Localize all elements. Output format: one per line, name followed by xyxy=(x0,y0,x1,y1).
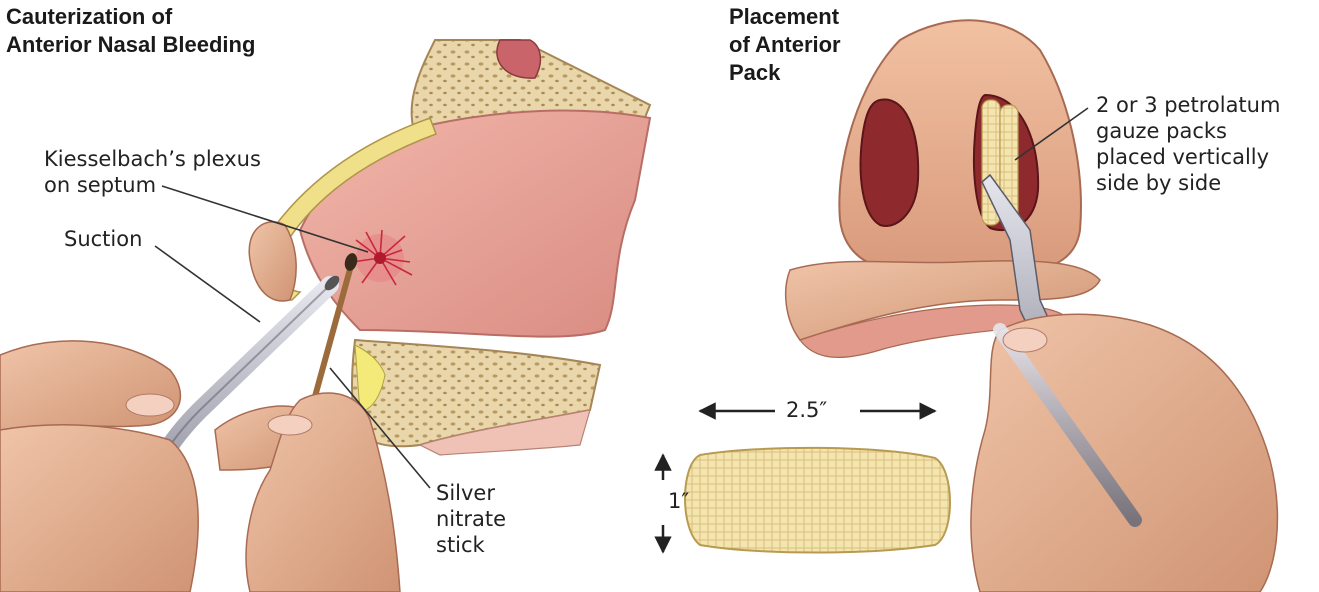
label-line: Kiesselbach’s plexus xyxy=(44,147,261,171)
leader-kiesselbach xyxy=(161,185,369,253)
label-kiesselbach: Kiesselbach’s plexus on septum xyxy=(44,146,261,198)
left-hands xyxy=(0,340,401,592)
right-hand xyxy=(970,313,1279,592)
label-line: gauze packs xyxy=(1096,119,1227,143)
label-line: placed vertically xyxy=(1096,145,1270,169)
label-suction: Suction xyxy=(64,226,142,252)
label-line: nitrate xyxy=(436,507,507,531)
leader-suction xyxy=(154,245,261,323)
nose-anterior-view xyxy=(784,19,1279,592)
label-line: Silver xyxy=(436,481,495,505)
label-line: on septum xyxy=(44,173,157,197)
label-line: 2.5″ xyxy=(786,398,828,422)
label-height-dimension: 1″ xyxy=(668,488,689,514)
title-anterior-pack: Placement of Anterior Pack xyxy=(729,3,841,87)
nasal-cavity-section xyxy=(0,39,652,592)
title-line-1: Placement xyxy=(729,4,840,29)
leader-silver-nitrate xyxy=(329,367,431,489)
title-line-1: Cauterization of xyxy=(6,4,173,29)
label-line: stick xyxy=(436,533,485,557)
gauze-pack-sample xyxy=(684,446,951,554)
kiesselbach-plexus-bleed xyxy=(351,229,413,286)
title-line-3: Pack xyxy=(729,60,781,85)
label-line: Suction xyxy=(64,227,143,251)
title-cauterization: Cauterization of Anterior Nasal Bleeding xyxy=(6,3,255,59)
label-line: side by side xyxy=(1096,171,1222,195)
label-gauze-packs: 2 or 3 petrolatum gauze packs placed ver… xyxy=(1096,92,1280,196)
label-line: 1″ xyxy=(668,489,690,513)
leader-gauze xyxy=(1014,107,1089,161)
label-silver-nitrate: Silver nitrate stick xyxy=(436,480,506,558)
title-line-2: of Anterior xyxy=(729,32,841,57)
label-width-dimension: 2.5″ xyxy=(786,397,827,423)
label-line: 2 or 3 petrolatum xyxy=(1096,93,1281,117)
title-line-2: Anterior Nasal Bleeding xyxy=(6,32,256,57)
